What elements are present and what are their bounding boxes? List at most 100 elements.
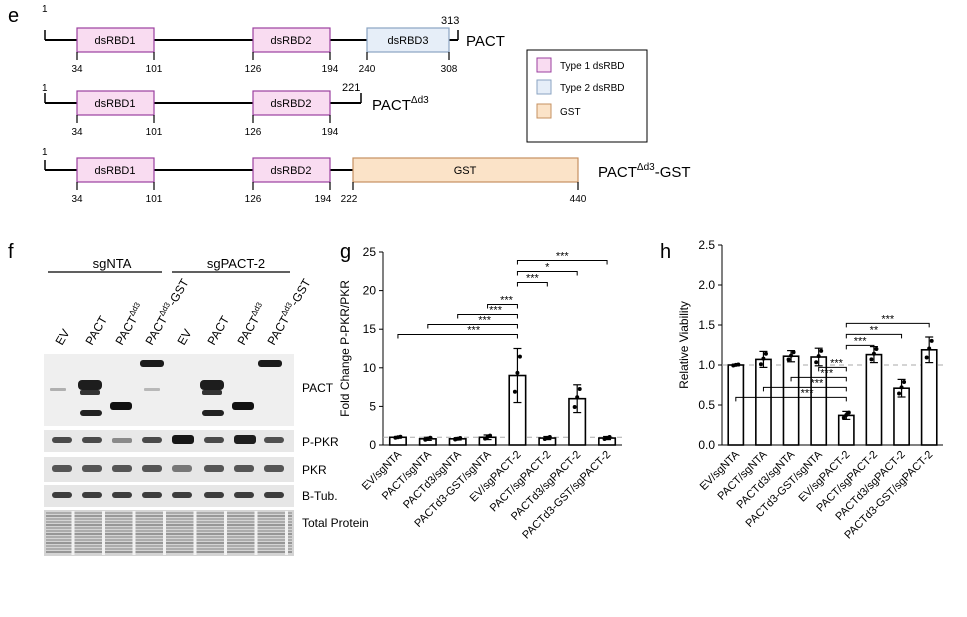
domain-start: 126	[245, 127, 262, 138]
significance-bracket	[397, 334, 518, 339]
domain-end: 101	[146, 127, 163, 138]
band	[52, 437, 72, 443]
domain-box-gst	[352, 157, 579, 183]
significance-label: ***	[801, 387, 815, 399]
band	[142, 437, 162, 443]
lane-label: PACT	[82, 313, 110, 348]
data-point	[924, 355, 929, 360]
panel-label-g: g	[340, 241, 351, 263]
blot-strip-p-pkr	[44, 430, 294, 452]
blot-row-label: B-Tub.	[302, 489, 338, 503]
domain-label: dsRBD1	[95, 165, 136, 177]
significance-label: ***	[820, 367, 834, 379]
band	[204, 437, 224, 443]
domain-end: 194	[322, 64, 339, 75]
construct-name-sup: Δd3	[637, 162, 655, 173]
data-point	[819, 348, 824, 353]
data-point	[458, 436, 463, 441]
band	[264, 465, 284, 472]
data-point	[572, 405, 577, 410]
y-tick-label: 2.5	[698, 238, 715, 252]
data-point	[763, 351, 768, 356]
lane-label-base: PACT	[264, 313, 292, 348]
domain-box-dsrbd1	[76, 157, 155, 183]
y-tick-label: 1.0	[698, 358, 715, 372]
data-point	[786, 357, 791, 362]
domain-start: 222	[341, 194, 358, 205]
data-point	[607, 434, 612, 439]
legend-label-type1: Type 1 dsRBD	[560, 61, 624, 72]
band	[52, 465, 72, 472]
data-point	[577, 386, 582, 391]
domain-end: 101	[146, 194, 163, 205]
bar	[782, 355, 800, 446]
legend-swatch-type2	[536, 79, 552, 95]
domain-label: dsRBD1	[95, 98, 136, 110]
domain-start: 34	[71, 194, 83, 205]
data-point	[517, 354, 522, 359]
data-point	[899, 385, 904, 390]
significance-bracket	[845, 322, 930, 328]
domain-label: dsRBD1	[95, 35, 136, 47]
y-tick-label: 25	[363, 245, 377, 259]
band	[78, 380, 102, 390]
bar	[865, 353, 883, 446]
data-point	[398, 434, 403, 439]
construct-name-base: PACT	[372, 97, 411, 114]
significance-label: ***	[556, 251, 570, 263]
blot-strip-pkr	[44, 457, 294, 482]
construct-name: PACT	[466, 33, 505, 50]
y-tick-label: 1.5	[698, 318, 715, 332]
band	[234, 492, 254, 498]
data-point	[929, 338, 934, 343]
pkr-bands	[52, 465, 284, 472]
data-point	[547, 434, 552, 439]
y-axis-label: Relative Viability	[677, 301, 691, 389]
data-point	[897, 391, 902, 396]
y-tick-label: 5	[369, 399, 376, 413]
domain-end: 101	[146, 64, 163, 75]
y-tick-label: 20	[363, 284, 377, 298]
band	[50, 388, 66, 391]
blot-row-label: PACT	[302, 381, 334, 395]
band	[264, 492, 284, 498]
data-point	[488, 433, 493, 438]
band	[144, 388, 160, 391]
significance-bracket	[790, 376, 847, 382]
bar	[727, 364, 745, 446]
band	[258, 360, 282, 367]
data-point	[846, 410, 851, 415]
data-point	[761, 356, 766, 361]
band	[232, 402, 254, 410]
domain-diagram: 1 313 PACT dsRBD1 34 101 dsRBD2 126 194 …	[42, 4, 691, 205]
band	[200, 380, 224, 390]
y-axis-label: Fold Change P-PKR/PKR	[338, 280, 352, 417]
y-tick-label: 2.0	[698, 278, 715, 292]
data-point	[736, 362, 741, 367]
domain-box-dsrbd1	[76, 27, 155, 53]
construct-name-sup: Δd3	[411, 95, 429, 106]
panel-label-e: e	[8, 5, 19, 27]
band	[110, 402, 132, 410]
domain-label: dsRBD2	[271, 165, 312, 177]
band	[52, 492, 72, 498]
domain-start: 34	[71, 64, 83, 75]
data-point	[874, 347, 879, 351]
significance-bracket	[427, 324, 518, 329]
lane-label-sup: Δd3	[249, 300, 264, 317]
band	[82, 465, 102, 472]
y-tick-label: 0	[369, 438, 376, 452]
blot-strip-total-protein	[44, 510, 294, 556]
data-point	[816, 354, 821, 359]
group-label-sgNTA: sgNTA	[93, 256, 132, 271]
band	[80, 390, 100, 395]
significance-label: ***	[478, 315, 492, 327]
legend-swatch-gst	[536, 103, 552, 119]
y-tick-label: 15	[363, 322, 377, 336]
group-label-sgPACT-2: sgPACT-2	[207, 256, 265, 271]
domain-end: 194	[322, 127, 339, 138]
total-protein-bands	[46, 511, 292, 555]
